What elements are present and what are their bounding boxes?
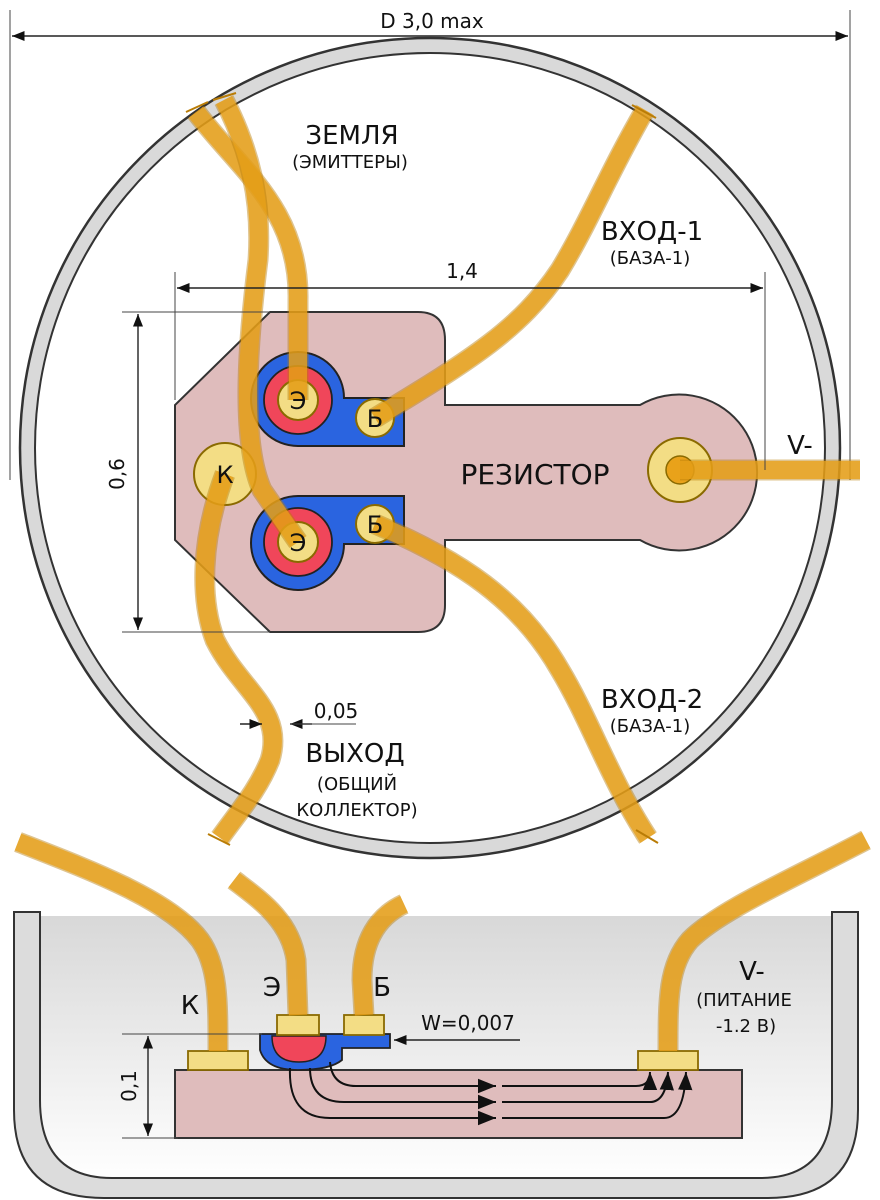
input1-sub-label: (БАЗА-1) — [610, 248, 691, 269]
side-wire-collector — [14, 833, 227, 1052]
diameter-dimension: D 3,0 max — [9, 9, 851, 480]
base-width-dimension: W=0,007 — [394, 1011, 520, 1046]
output-label: ВЫХОД — [305, 739, 404, 769]
input2-label: ВХОД-2 — [601, 685, 703, 715]
current-arrows — [288, 1061, 693, 1126]
vminus-label: V- — [787, 431, 813, 461]
side-vminus-label: V- — [739, 957, 765, 987]
side-emitter-label: Э — [263, 973, 281, 1003]
wire-input1-b1 — [370, 105, 653, 426]
side-base-pad — [343, 1014, 385, 1036]
side-collector-pad — [187, 1050, 249, 1071]
t1-emitter-letter: Э — [290, 387, 307, 415]
diameter-label: D 3,0 max — [380, 9, 484, 33]
output-sub-label-1: (ОБЩИЙ — [317, 773, 397, 795]
side-collector-label: К — [181, 991, 199, 1021]
side-wires — [14, 830, 871, 1052]
t1-base-letter: Б — [367, 405, 383, 433]
side-p-region — [271, 1035, 327, 1063]
wire-input2-b2 — [371, 515, 656, 843]
thickness-label: 0,1 — [117, 1070, 141, 1102]
wire-ground-e1 — [188, 106, 308, 400]
wire-dim-label: 0,05 — [314, 699, 359, 723]
output-sub-label-2: КОЛЛЕКТОР) — [296, 800, 417, 821]
case-interior — [40, 916, 834, 1180]
resistor-label: РЕЗИСТОР — [460, 458, 609, 491]
side-vminus-pad — [637, 1050, 699, 1071]
height-label: 0,6 — [105, 458, 129, 490]
bond-wires — [187, 95, 860, 845]
width-label: 1,4 — [446, 259, 478, 283]
t2-emitter-letter: Э — [290, 529, 307, 557]
case-wall — [13, 911, 859, 1199]
ground-label: ЗЕМЛЯ — [305, 121, 398, 151]
collector-letter: К — [216, 461, 233, 489]
t2-base-letter: Б — [367, 511, 383, 539]
height-dimension: 0,6 — [105, 311, 270, 633]
side-view: W=0,007 0,1 К Э Б V- (ПИТАНИЕ -1.2 В) — [13, 830, 871, 1199]
side-emitter-pad — [276, 1014, 320, 1036]
ring-wire-crossings — [185, 92, 659, 846]
side-supply-label-1: (ПИТАНИЕ — [696, 990, 792, 1011]
thickness-dimension: 0,1 — [117, 1033, 262, 1139]
side-supply-label-2: -1.2 В) — [716, 1016, 776, 1037]
base-width-label: W=0,007 — [421, 1011, 515, 1035]
side-wire-emitter — [228, 872, 307, 1016]
side-wire-vminus — [659, 832, 871, 1052]
wire-collector-output — [195, 470, 282, 844]
ground-sub-label: (ЭМИТТЕРЫ) — [292, 152, 408, 173]
side-substrate — [174, 1069, 743, 1139]
side-base-label: Б — [373, 973, 391, 1003]
side-wire-base — [352, 895, 409, 1016]
top-view: D 3,0 max — [9, 9, 860, 860]
wire-dimension: 0,05 — [240, 699, 359, 730]
wire-ground-e2 — [216, 95, 306, 548]
input2-sub-label: (БАЗА-1) — [610, 716, 691, 737]
width-dimension: 1,4 — [174, 259, 766, 470]
input1-label: ВХОД-1 — [601, 217, 703, 247]
